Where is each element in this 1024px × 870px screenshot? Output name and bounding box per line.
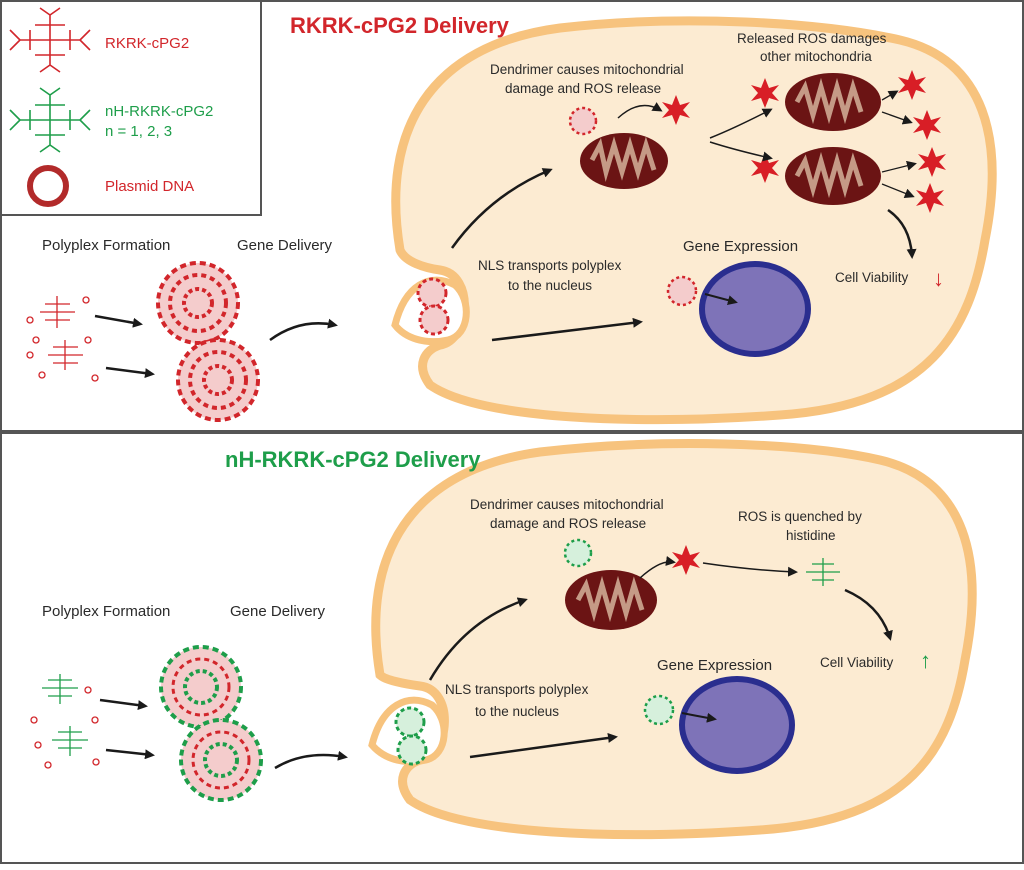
top-ros-star-2 — [751, 78, 779, 108]
bottom-quench-label-2: histidine — [786, 528, 836, 543]
top-ros-star-5 — [913, 110, 941, 140]
top-panel-title: RKRK-cPG2 Delivery — [290, 13, 510, 38]
legend-box — [0, 0, 262, 216]
legend-label-n: n = 1, 2, 3 — [105, 123, 172, 140]
bottom-gene-delivery-label: Gene Delivery — [230, 603, 326, 620]
bottom-cell — [371, 439, 977, 840]
legend-red-dendrimer-icon — [9, 7, 91, 73]
top-arrow-into-nucleus — [704, 293, 738, 306]
top-mito-polyplex — [568, 106, 598, 136]
legend-label-rkrk: RKRK-cPG2 — [105, 35, 189, 52]
bottom-arrow-to-nucleus — [469, 733, 618, 759]
top-dendrimer-label-1: Dendrimer causes mitochondrial — [490, 62, 684, 77]
bottom-quench-label-1: ROS is quenched by — [738, 509, 862, 524]
top-gene-expression-label: Gene Expression — [683, 238, 798, 255]
top-small-dendrimers — [26, 296, 99, 382]
bottom-polyplex-formation-label: Polyplex Formation — [42, 603, 170, 620]
top-ros-star-1 — [662, 95, 690, 125]
bottom-nucleus — [679, 676, 795, 774]
top-mitochondrion-3 — [785, 147, 881, 205]
top-released-ros-label-1: Released ROS damages — [737, 31, 887, 46]
bottom-mito-polyplex — [563, 538, 593, 568]
bottom-small-dna-dots — [30, 686, 100, 769]
bottom-nucleus-polyplex — [643, 694, 675, 726]
bottom-dendrimer-label-2: damage and ROS release — [490, 516, 646, 531]
top-ros-star-4 — [898, 70, 926, 100]
top-arrow-ros-out-4 — [881, 183, 915, 199]
top-mitochondrion-2 — [785, 73, 881, 131]
bottom-polyplex-1 — [159, 645, 243, 729]
top-viability-down-arrow: ↓ — [933, 266, 944, 291]
top-gene-delivery-label: Gene Delivery — [237, 237, 333, 254]
legend-plasmid-icon — [27, 165, 69, 207]
bottom-arrow-to-histidine — [702, 562, 798, 577]
bottom-nls-label-2: to the nucleus — [475, 704, 559, 719]
bottom-endosome-polyplexes — [394, 706, 428, 766]
top-arrow-to-nucleus — [491, 317, 643, 342]
bottom-arrow-delivery — [274, 750, 348, 770]
top-arrow-ros-spread-1 — [709, 108, 773, 139]
top-cell-viability-label: Cell Viability — [835, 270, 909, 285]
top-arrow-formation-2 — [105, 366, 155, 379]
bottom-arrow-formation-1 — [99, 698, 148, 711]
top-arrow-ros-out-2 — [881, 111, 913, 125]
bottom-arrow-ros-release — [639, 555, 676, 579]
top-polyplex-1 — [156, 261, 240, 345]
bottom-gene-expression-label: Gene Expression — [657, 657, 772, 674]
top-arrow-ros-release — [617, 102, 663, 119]
bottom-histidine-dendrimer-icon — [806, 558, 840, 586]
top-dendrimer-label-2: damage and ROS release — [505, 81, 661, 96]
top-arrow-to-mito — [450, 168, 553, 249]
legend-green-dendrimer-icon — [9, 87, 91, 153]
top-endosome-polyplexes — [416, 277, 450, 336]
bottom-cell-viability-label: Cell Viability — [820, 655, 894, 670]
top-arrow-formation-1 — [94, 314, 143, 328]
bottom-arrow-formation-2 — [105, 748, 155, 760]
bottom-polyplex-2 — [179, 718, 263, 802]
top-arrow-to-viability — [887, 208, 917, 259]
bottom-arrow-to-mito — [428, 597, 528, 681]
top-nucleus-polyplex — [666, 275, 698, 307]
top-mitochondrion-1 — [580, 133, 668, 189]
top-released-ros-label-2: other mitochondria — [760, 49, 872, 64]
top-arrow-delivery — [269, 318, 338, 342]
top-nls-label-1: NLS transports polyplex — [478, 258, 622, 273]
bottom-small-dendrimers — [42, 674, 88, 756]
top-arrow-ros-spread-2 — [709, 141, 773, 162]
top-ros-star-3 — [751, 153, 779, 183]
top-polyplex-formation-label: Polyplex Formation — [42, 237, 170, 254]
legend-label-nh-rkrk: nH-RKRK-cPG2 — [105, 103, 213, 120]
bottom-viability-up-arrow: ↑ — [920, 648, 931, 673]
top-arrow-ros-out-3 — [881, 160, 917, 173]
top-arrow-ros-out-1 — [881, 90, 899, 101]
legend-label-plasmid: Plasmid DNA — [105, 178, 194, 195]
bottom-ros-star — [672, 545, 700, 575]
bottom-mitochondrion — [565, 570, 657, 630]
top-ros-star-7 — [916, 183, 944, 213]
top-nucleus — [699, 261, 811, 357]
top-polyplex-2 — [176, 338, 260, 422]
bottom-dendrimer-label-1: Dendrimer causes mitochondrial — [470, 497, 664, 512]
top-nls-label-2: to the nucleus — [508, 278, 592, 293]
bottom-nls-label-1: NLS transports polyplex — [445, 682, 589, 697]
top-ros-star-6 — [918, 147, 946, 177]
bottom-arrow-into-nucleus — [681, 712, 717, 723]
bottom-panel-title: nH-RKRK-cPG2 Delivery — [225, 447, 481, 472]
bottom-arrow-to-viability — [844, 588, 893, 641]
